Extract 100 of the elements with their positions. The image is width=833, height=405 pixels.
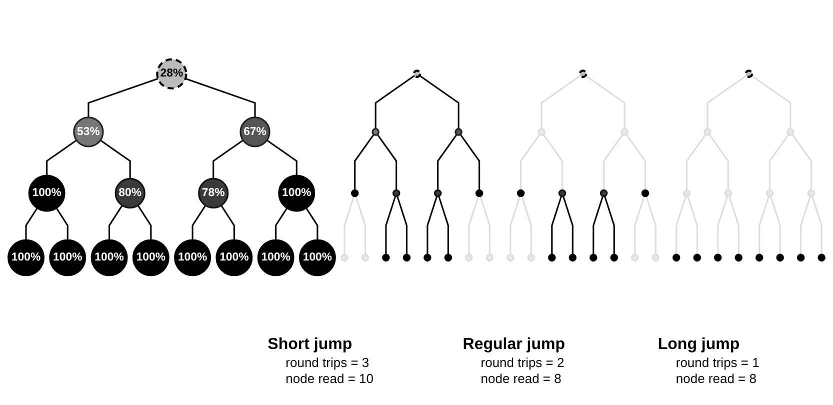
node-circle — [568, 254, 577, 262]
connector — [686, 134, 706, 190]
connector — [603, 134, 624, 190]
connector — [385, 196, 396, 255]
note: round trips = 2 — [480, 355, 566, 371]
node-circle — [350, 190, 359, 198]
node-circle — [766, 190, 774, 198]
connector — [396, 196, 408, 255]
node-circle — [724, 190, 732, 198]
node-circle — [548, 254, 556, 262]
connector — [551, 196, 562, 255]
connector — [604, 196, 615, 255]
connector — [686, 196, 698, 255]
connector — [108, 205, 123, 240]
connector — [374, 75, 415, 129]
connector — [626, 134, 646, 190]
node-circle — [610, 254, 618, 262]
node-circle: 80% — [114, 178, 146, 209]
connector — [306, 208, 318, 240]
node-circle — [776, 254, 784, 262]
node-circle — [538, 128, 546, 136]
node-circle: 100% — [28, 174, 66, 212]
connector — [800, 196, 811, 255]
connector — [275, 208, 288, 240]
node-circle: 100% — [257, 239, 294, 276]
note: node read = 10 — [284, 371, 374, 387]
connector — [354, 134, 374, 190]
connector — [137, 205, 152, 240]
node-circle — [590, 254, 598, 262]
node-circle: 100% — [174, 239, 212, 276]
node-circle: 100% — [49, 239, 86, 276]
heading: Long jump — [658, 335, 741, 355]
node-circle — [454, 128, 462, 136]
connector — [717, 196, 728, 255]
node-circle — [818, 254, 826, 262]
heading: Regular jump — [462, 335, 566, 355]
connector — [88, 78, 158, 118]
node-circle: 53% — [73, 116, 104, 148]
connector — [185, 78, 256, 118]
connector — [419, 75, 460, 129]
node-circle — [392, 190, 400, 198]
connector — [220, 205, 235, 240]
connector — [212, 140, 244, 179]
node-circle — [704, 128, 712, 136]
connector — [376, 134, 398, 190]
connector — [266, 140, 298, 176]
connector — [46, 140, 77, 176]
node-circle: 100% — [132, 239, 170, 276]
connector — [708, 134, 730, 190]
node-circle — [382, 254, 390, 262]
node-circle — [402, 254, 411, 262]
node-circle — [486, 254, 494, 262]
connector — [542, 134, 564, 190]
node-circle — [734, 254, 742, 262]
connector — [460, 134, 480, 190]
connector — [645, 196, 656, 255]
connector — [768, 134, 790, 190]
connector — [468, 196, 480, 255]
connector — [480, 196, 490, 255]
connector — [56, 208, 68, 240]
node-circle — [506, 254, 514, 262]
node-circle: 100% — [8, 239, 44, 276]
node-circle — [516, 190, 525, 198]
node-circle — [631, 254, 639, 262]
node-circle: 78% — [198, 178, 229, 209]
note: node read = 8 — [674, 371, 758, 387]
node-circle — [465, 254, 473, 262]
connector — [344, 196, 355, 255]
node-circle: 100% — [90, 239, 128, 276]
node-circle — [682, 190, 691, 198]
node-circle — [424, 254, 432, 262]
node-circle — [444, 254, 452, 262]
node-circle: 100% — [298, 239, 336, 276]
note: round trips = 3 — [284, 355, 370, 371]
node-circle — [412, 70, 422, 78]
connector — [728, 196, 740, 255]
node-circle — [807, 190, 816, 198]
connector — [592, 196, 604, 255]
node-circle — [693, 254, 702, 262]
connector — [438, 196, 449, 255]
connector — [100, 140, 131, 179]
note: round trips = 1 — [674, 355, 760, 371]
node-circle — [796, 254, 805, 262]
connector — [634, 196, 646, 255]
node-circle — [527, 254, 536, 262]
node-circle — [600, 190, 608, 198]
node-circle — [786, 128, 794, 136]
connector — [355, 196, 366, 255]
connector — [811, 196, 822, 255]
connector — [585, 75, 626, 129]
node-circle — [361, 254, 370, 262]
connector — [521, 196, 532, 255]
node-circle — [714, 254, 722, 262]
connector — [751, 75, 792, 129]
connector — [192, 205, 206, 240]
connector — [25, 208, 38, 240]
node-circle — [475, 190, 484, 198]
node-circle — [372, 128, 380, 136]
node-circle — [434, 190, 442, 198]
node-circle — [578, 70, 588, 78]
